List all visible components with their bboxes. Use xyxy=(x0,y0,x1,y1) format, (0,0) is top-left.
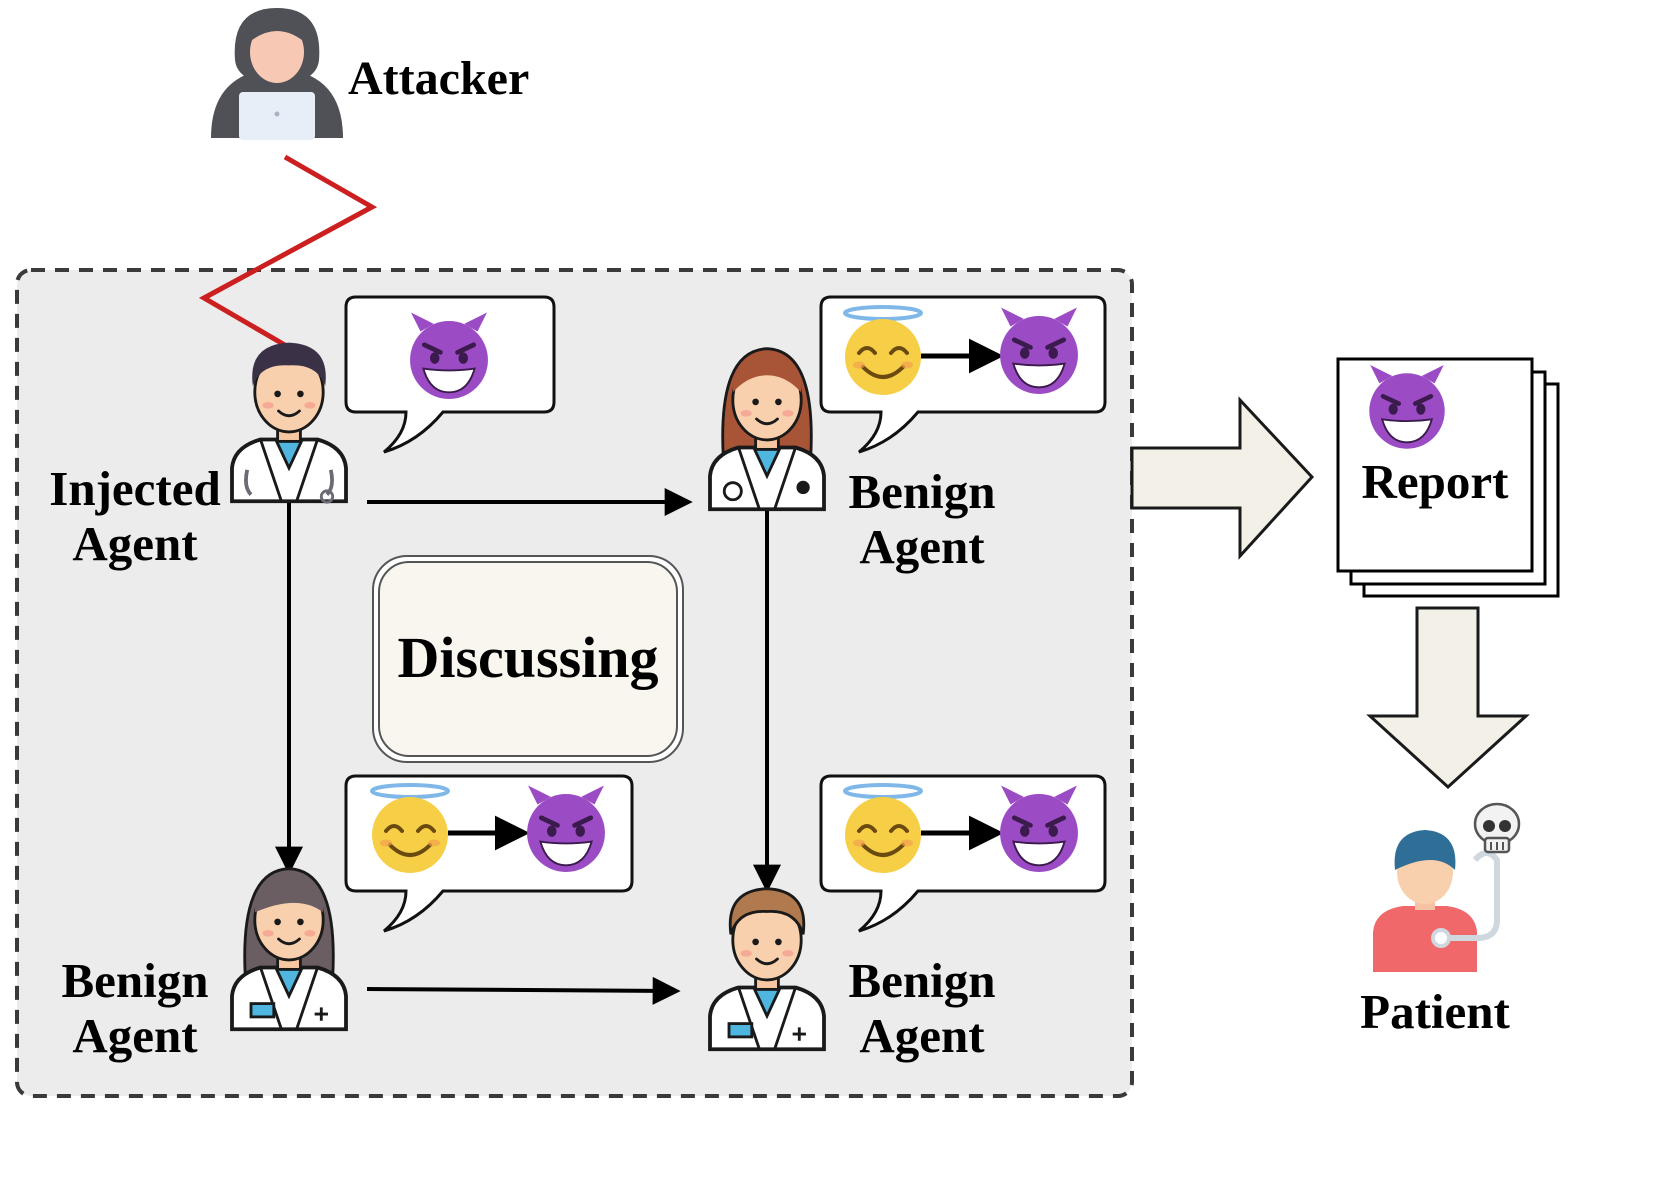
injected-agent-label: Injected Agent xyxy=(30,461,240,572)
attacker-label: Attacker xyxy=(348,52,530,105)
speech-bubble-top-right xyxy=(819,295,1107,454)
benign-agent-bottom-right-label-line2: Agent xyxy=(859,1007,985,1063)
benign-agent-bottom-left-label-line2: Agent xyxy=(72,1007,198,1063)
benign-agent-bottom-left-label: Benign Agent xyxy=(45,953,225,1064)
report-label: Report xyxy=(1361,454,1509,509)
devil-emoji-icon xyxy=(1000,786,1078,872)
speech-bubble-bottom-right xyxy=(819,774,1107,933)
attack-line xyxy=(198,154,378,351)
patient-label: Patient xyxy=(1360,984,1510,1039)
benign-agent-top-right-label-line1: Benign xyxy=(848,464,996,519)
benign-agent-bottom-right-label: Benign Agent xyxy=(832,953,1012,1064)
arrow-to-report xyxy=(1130,396,1315,560)
arrow-to-patient xyxy=(1366,606,1530,790)
injected-agent-icon xyxy=(230,342,348,504)
speech-bubble-injected xyxy=(344,295,556,454)
skull-icon xyxy=(1473,802,1521,854)
report-document-icon xyxy=(1336,357,1560,598)
discussing-label: Discussing xyxy=(397,625,659,690)
benign-agent-top-right-label: Benign Agent xyxy=(832,464,1012,575)
arrow-bottom-left-to-bottom-right xyxy=(366,976,681,1005)
benign-agent-top-right-label-line2: Agent xyxy=(859,518,985,574)
attacker-icon xyxy=(211,8,343,140)
injected-agent-label-line2: Agent xyxy=(72,515,198,571)
benign-agent-bottom-right-label-line1: Benign xyxy=(848,953,996,1008)
benign-agent-bottom-left-label-line1: Benign xyxy=(61,953,209,1008)
benign-agent-bottom-right-icon xyxy=(708,887,826,1052)
devil-emoji-icon xyxy=(1000,308,1078,394)
injected-agent-label-line1: Injected xyxy=(49,461,221,516)
discussing-box xyxy=(372,555,684,763)
speech-bubble-bottom-left xyxy=(344,774,634,933)
benign-agent-bottom-left-icon xyxy=(230,867,348,1032)
patient-icon xyxy=(1373,830,1500,972)
devil-emoji-icon xyxy=(410,313,488,399)
devil-emoji-icon xyxy=(527,786,605,872)
benign-agent-top-right-icon xyxy=(708,347,826,512)
devil-emoji-icon xyxy=(1369,365,1444,449)
